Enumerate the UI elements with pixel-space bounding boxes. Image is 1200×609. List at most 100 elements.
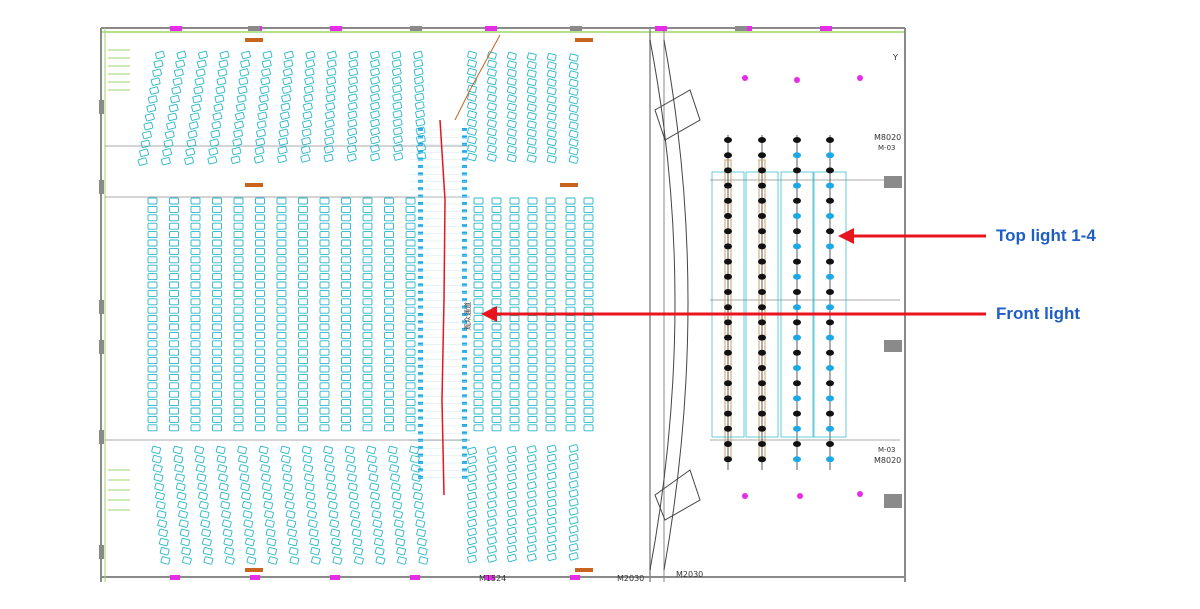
- foh-fixture: [462, 350, 467, 353]
- stage-light-fixture: [758, 304, 766, 311]
- foh-fixture: [418, 438, 423, 442]
- seat: [230, 155, 241, 164]
- seat: [392, 84, 402, 94]
- seat: [414, 92, 425, 102]
- foh-fixture: [462, 357, 467, 361]
- foh-fixture: [418, 290, 423, 294]
- foh-fixture: [462, 387, 467, 390]
- seat: [473, 231, 484, 239]
- stage-light-fixture: [793, 197, 801, 204]
- seat: [546, 498, 557, 508]
- seat: [583, 390, 594, 398]
- seat: [169, 239, 179, 247]
- seat: [319, 231, 330, 239]
- seat: [362, 289, 373, 297]
- seat: [491, 222, 502, 230]
- seat: [405, 399, 416, 407]
- seat: [350, 519, 361, 528]
- seat: [147, 399, 158, 407]
- stage-marker: [857, 75, 863, 81]
- stage-light-fixture: [826, 410, 834, 417]
- right-note: Y: [892, 53, 898, 62]
- foh-fixture: [418, 424, 423, 427]
- seat: [169, 340, 179, 348]
- seat: [341, 273, 351, 281]
- seat: [298, 197, 308, 205]
- seat: [233, 407, 244, 415]
- seat: [276, 348, 287, 356]
- seat: [190, 239, 201, 247]
- stage-light-fixture: [724, 182, 732, 189]
- seat: [225, 556, 235, 565]
- seat: [405, 424, 416, 432]
- stage-light-fixture: [758, 137, 766, 143]
- seat: [527, 390, 538, 398]
- seat: [147, 281, 158, 289]
- stage-light-fixture: [758, 334, 766, 341]
- foh-fixture: [418, 475, 423, 479]
- seat: [506, 454, 517, 464]
- stage-light-fixture: [724, 441, 732, 447]
- seat: [280, 102, 291, 112]
- seat: [298, 298, 308, 306]
- seat: [397, 556, 407, 565]
- seat: [384, 247, 394, 255]
- seat: [212, 315, 222, 323]
- seat: [526, 499, 537, 508]
- seat: [467, 482, 477, 492]
- foh-fixture: [462, 342, 467, 346]
- seat: [506, 153, 517, 163]
- seat: [506, 145, 517, 154]
- stage-light-fixture: [758, 167, 766, 174]
- seat: [137, 157, 148, 166]
- seat: [546, 61, 557, 70]
- seat: [347, 473, 357, 482]
- seat: [370, 67, 380, 77]
- seat: [178, 519, 189, 528]
- stage-light-fixture: [724, 304, 732, 311]
- seat: [487, 509, 497, 518]
- seat: [310, 547, 321, 556]
- seat: [473, 399, 484, 407]
- foh-fixture: [418, 372, 423, 376]
- seat: [255, 382, 265, 390]
- seat: [298, 205, 308, 213]
- seat: [160, 556, 171, 565]
- seat: [373, 537, 384, 547]
- seat: [565, 281, 576, 289]
- seat: [341, 281, 351, 289]
- wall-column: [99, 300, 104, 314]
- seat: [341, 373, 351, 381]
- seat: [325, 102, 336, 111]
- seat: [304, 68, 315, 77]
- seat: [276, 205, 287, 213]
- seat: [162, 148, 173, 157]
- seat: [233, 264, 244, 272]
- seat: [233, 273, 244, 281]
- seat: [491, 382, 502, 390]
- seat: [218, 482, 229, 491]
- seat: [259, 85, 270, 94]
- seat: [245, 547, 256, 556]
- seat: [491, 247, 502, 255]
- seat: [341, 399, 351, 407]
- seat: [467, 127, 477, 136]
- seat: [583, 415, 594, 423]
- stage-light-fixture: [793, 334, 801, 341]
- seat: [346, 153, 357, 162]
- stage-light-fixture: [758, 456, 766, 463]
- seat: [568, 507, 579, 516]
- seat: [341, 289, 351, 297]
- seat: [298, 264, 308, 272]
- seat: [195, 455, 205, 464]
- seat: [169, 323, 179, 331]
- seat: [276, 289, 287, 297]
- seat: [509, 205, 520, 213]
- seat: [212, 273, 222, 281]
- seat: [241, 491, 251, 501]
- seat: [487, 446, 497, 455]
- seat: [487, 144, 497, 154]
- seat: [212, 306, 222, 314]
- stage-light-fixture: [758, 319, 766, 326]
- foh-fixture: [418, 261, 423, 265]
